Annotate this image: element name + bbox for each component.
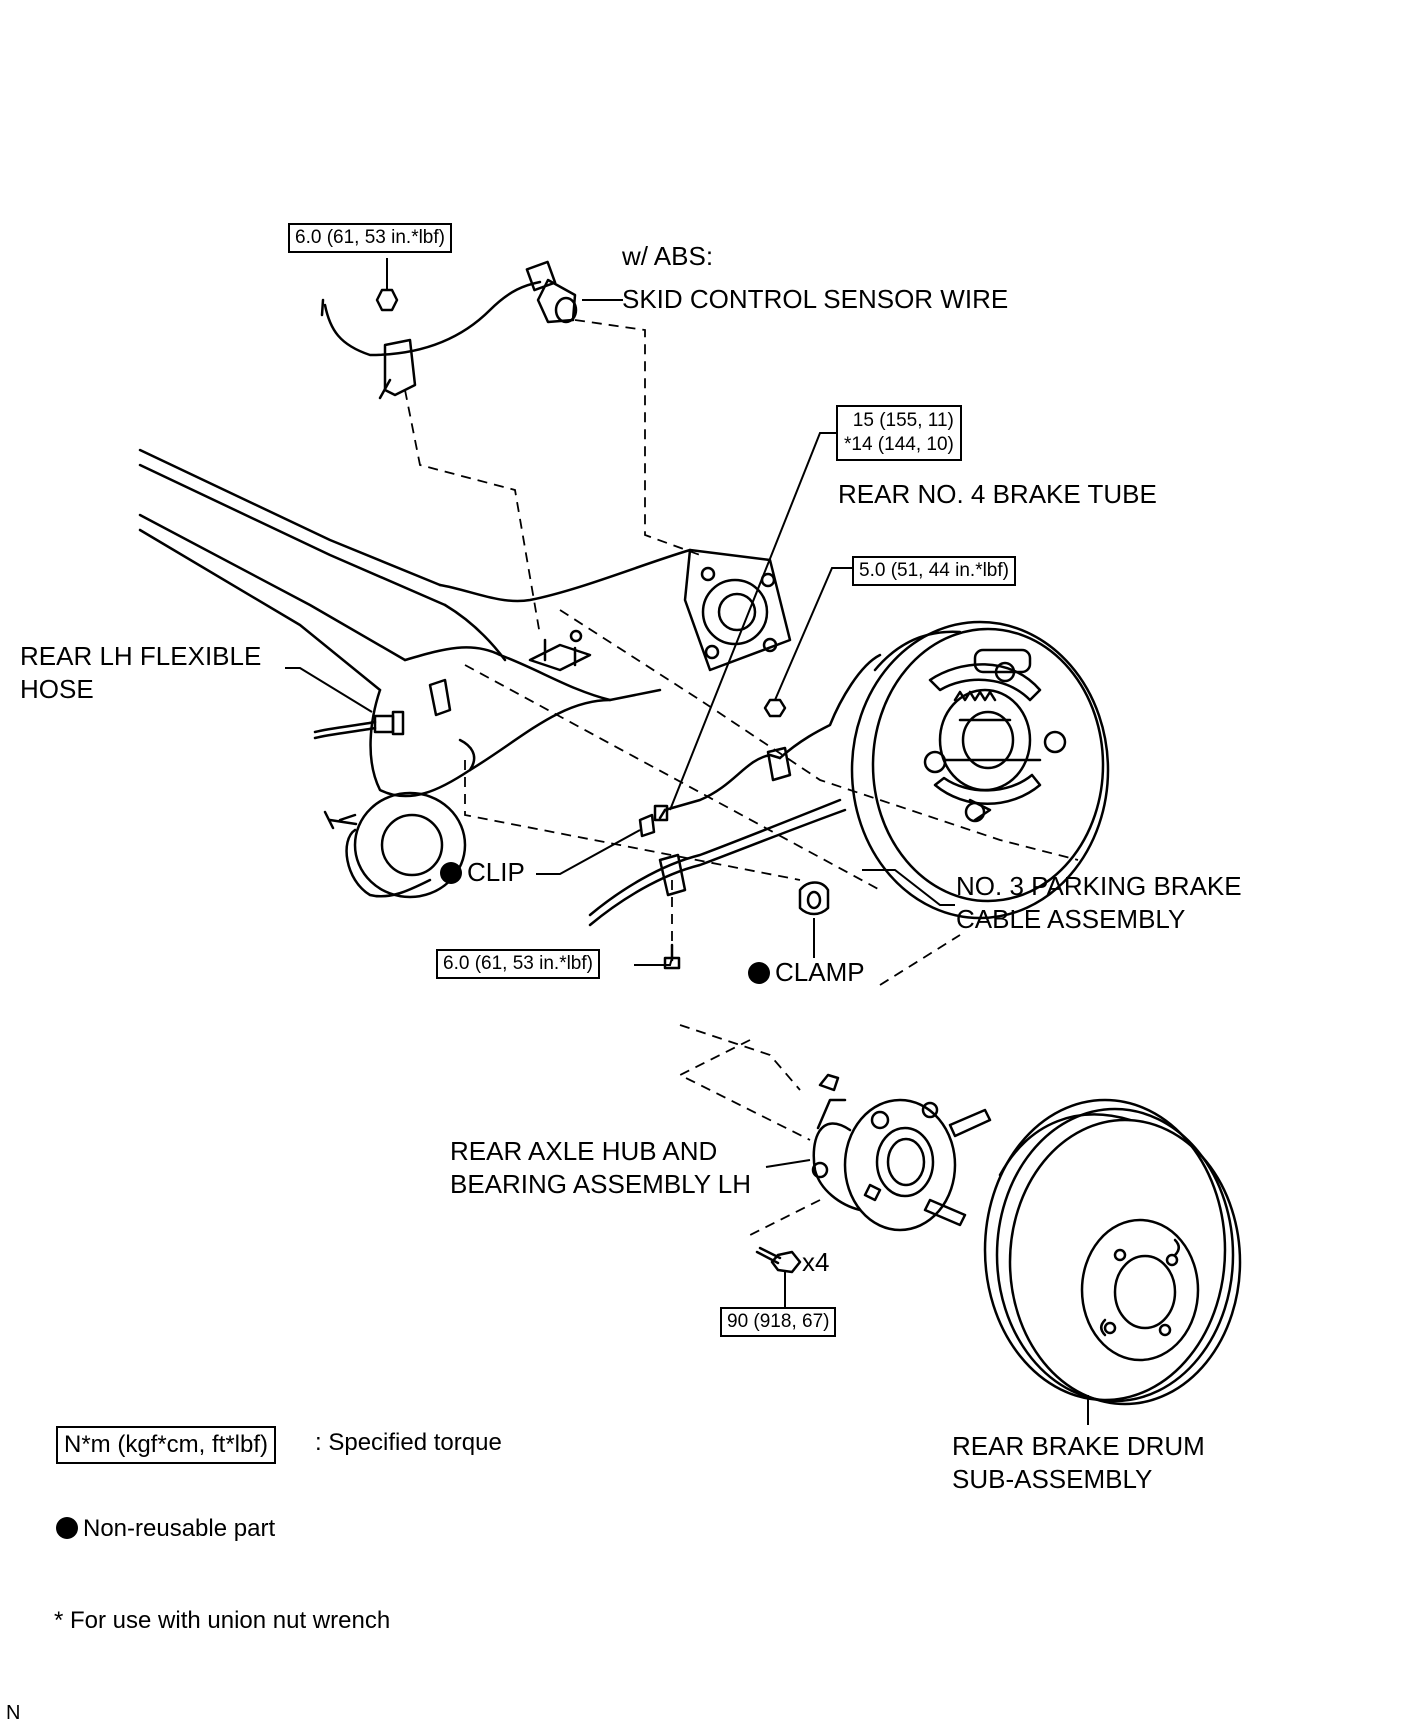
legend-torque-desc: : Specified torque <box>315 1429 502 1456</box>
skid-control-sensor-wire <box>320 260 578 400</box>
brake-drum-label-2: SUB-ASSEMBLY <box>952 1464 1153 1494</box>
non-reusable-dot-icon <box>440 862 462 884</box>
skid-control-sensor-wire-label: SKID CONTROL SENSOR WIRE <box>622 284 1009 314</box>
rear-lh-flexible-hose-label-1: REAR LH FLEXIBLE <box>20 641 262 671</box>
torque-hub-bolts: 90 (918, 67) <box>720 1307 837 1337</box>
hub-bolt <box>755 1246 802 1274</box>
w-abs-label: w/ ABS: <box>622 241 714 271</box>
non-reusable-dot-icon <box>56 1517 78 1539</box>
legend-non-reusable: Non-reusable part <box>56 1514 275 1544</box>
torque-sensor-bolt: 6.0 (61, 53 in.*lbf) <box>288 223 452 253</box>
clip-label: CLIP <box>440 856 525 889</box>
legend-footnote: * For use with union nut wrench <box>54 1607 391 1634</box>
torque-brake-tube-standard: 15 (155, 11) <box>852 410 954 431</box>
axle-hub-label-2: BEARING ASSEMBLY LH <box>450 1169 752 1199</box>
axle-hub-label-1: REAR AXLE HUB AND <box>450 1136 718 1166</box>
brake-drum-label-1: REAR BRAKE DRUM <box>952 1431 1205 1461</box>
parking-brake-cable-label-1: NO. 3 PARKING BRAKE <box>956 871 1242 901</box>
rear-axle-beam <box>138 448 792 899</box>
non-reusable-dot-icon <box>748 962 770 984</box>
parking-brake-cable <box>588 798 847 970</box>
brake-backing-plate <box>850 620 1110 920</box>
legend-non-reusable-text: Non-reusable part <box>83 1515 276 1542</box>
torque-brake-tube-union-wrench: *14 (144, 10) <box>844 434 954 455</box>
legend-torque-units: N*m (kgf*cm, ft*lbf) <box>56 1426 277 1464</box>
torque-cable-bolt: 6.0 (61, 53 in.*lbf) <box>436 949 600 979</box>
parking-brake-cable-label-2: CABLE ASSEMBLY <box>956 904 1186 934</box>
clamp-label: CLAMP <box>748 956 865 989</box>
brake-tube <box>638 653 882 838</box>
torque-backing-plate-nut: 5.0 (51, 44 in.*lbf) <box>852 556 1016 586</box>
rear-lh-flexible-hose-label-2: HOSE <box>20 674 94 704</box>
torque-brake-tube: 15 (155, 11) *14 (144, 10) <box>836 405 962 461</box>
bolt-quantity-label: x4 <box>802 1247 830 1277</box>
rear-axle-hub <box>811 1073 992 1232</box>
rear-no4-brake-tube-label: REAR NO. 4 BRAKE TUBE <box>838 479 1157 509</box>
clamp-label-text: CLAMP <box>775 957 865 987</box>
leader-lines <box>285 258 1089 1425</box>
rear-lh-flexible-hose <box>313 710 405 740</box>
brake-drum <box>983 1098 1242 1406</box>
clip-label-text: CLIP <box>467 857 525 887</box>
alignment-dashes <box>404 319 1079 1236</box>
corner-mark: N <box>6 1702 21 1724</box>
